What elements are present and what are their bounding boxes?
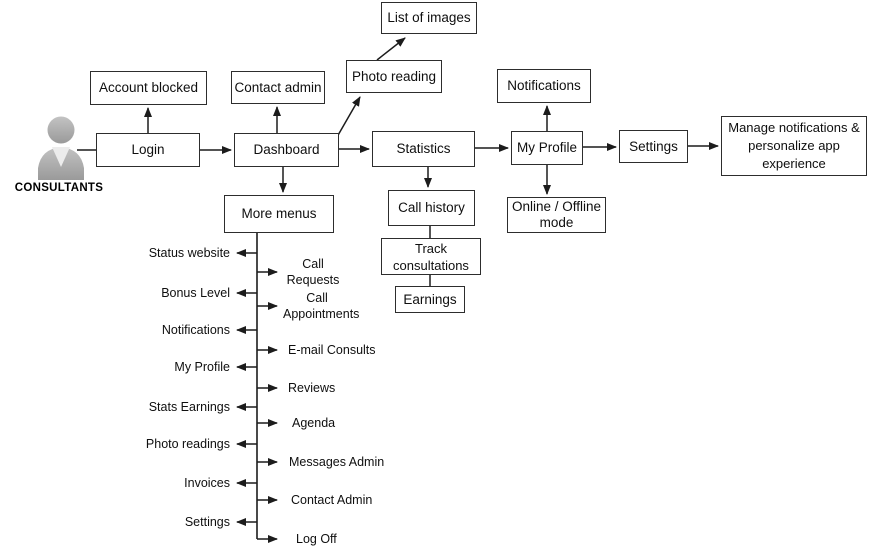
node-settings: Settings [619, 130, 688, 163]
person-icon [38, 116, 84, 180]
node-account-blocked: Account blocked [90, 71, 207, 105]
menu-item-email-consults: E-mail Consults [288, 343, 376, 357]
menu-item-notifications: Notifications [161, 323, 230, 337]
actor-label: CONSULTANTS [14, 182, 104, 194]
node-more-menus: More menus [224, 195, 334, 233]
node-login: Login [96, 133, 200, 167]
node-call-history: Call history [388, 190, 475, 226]
node-statistics: Statistics [372, 131, 475, 167]
arrow-dashboard-photoreading [336, 96, 361, 138]
node-manage-notifications: Manage notifications & personalize app e… [721, 116, 867, 176]
arrow-photoreading-listofimages [376, 37, 406, 61]
node-contact-admin: Contact admin [231, 71, 325, 104]
menu-item-call-requests: Call Requests [286, 257, 340, 287]
node-dashboard: Dashboard [234, 133, 339, 167]
node-photo-reading: Photo reading [346, 60, 442, 93]
node-track-consultations: Track consultations [381, 238, 481, 275]
menu-item-contact-admin: Contact Admin [291, 493, 373, 507]
node-list-of-images: List of images [381, 2, 477, 34]
menu-item-call-appointments: Call Appointments [283, 291, 360, 321]
menu-item-agenda: Agenda [292, 416, 336, 430]
menu-item-log-off: Log Off [296, 532, 337, 546]
node-earnings: Earnings [395, 286, 465, 313]
menu-item-my-profile: My Profile [174, 360, 230, 374]
menu-item-photo-readings: Photo readings [145, 437, 230, 451]
node-notifications: Notifications [497, 69, 591, 103]
node-online-offline-mode: Online / Offline mode [507, 197, 606, 233]
menu-item-bonus-level: Bonus Level [161, 286, 230, 300]
menu-item-settings: Settings [184, 515, 230, 529]
menu-item-reviews: Reviews [288, 381, 336, 395]
menu-item-status-website: Status website [148, 246, 230, 260]
node-my-profile: My Profile [511, 131, 583, 165]
menu-item-messages-admin: Messages Admin [289, 455, 385, 469]
menu-item-invoices: Invoices [184, 476, 230, 490]
menu-item-stats-earnings: Stats Earnings [148, 400, 230, 414]
